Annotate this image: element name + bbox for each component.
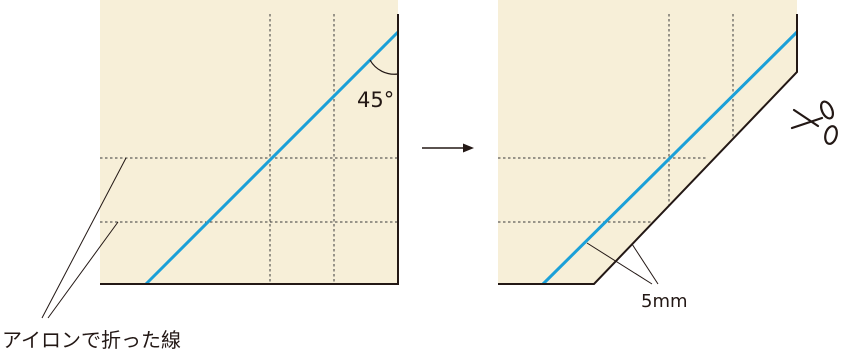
diagonal-guide-line-left bbox=[144, 30, 400, 286]
leader-line bbox=[586, 242, 653, 285]
fold-lines-right bbox=[498, 14, 734, 223]
seam-width-label: 5mm bbox=[641, 291, 688, 312]
leader-line bbox=[41, 157, 127, 319]
fabric-sheet-left bbox=[100, 0, 398, 284]
crease-leader-lines bbox=[41, 157, 127, 319]
panel-before-cut bbox=[100, 0, 400, 286]
angle-arc bbox=[369, 59, 399, 75]
fold-lines-left bbox=[100, 14, 398, 284]
sheet-outline-left bbox=[100, 14, 399, 285]
panel-after-cut bbox=[498, 0, 838, 286]
right-arrow-icon bbox=[422, 143, 474, 153]
fabric-sheet-right bbox=[498, 0, 797, 284]
scissors-icon bbox=[790, 100, 838, 145]
seam-leader-lines bbox=[586, 242, 659, 285]
sheet-outline-right bbox=[498, 14, 798, 285]
diagonal-guide-line-right bbox=[541, 30, 799, 286]
leader-line bbox=[631, 243, 659, 285]
angle-label: 45° bbox=[357, 88, 395, 112]
crease-line-label: アイロンで折った線 bbox=[2, 328, 181, 352]
leader-line bbox=[47, 221, 119, 319]
